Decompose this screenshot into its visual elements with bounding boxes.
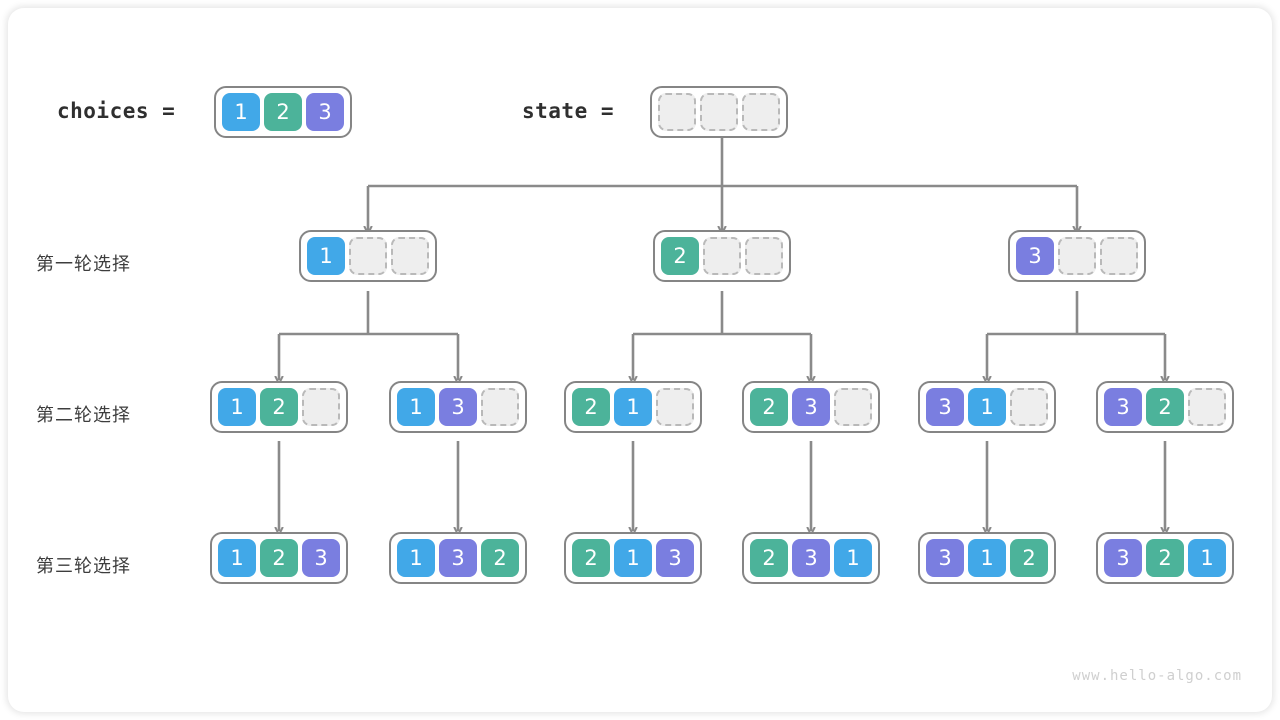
state-node-r3-n5-cell-3: 2 (1010, 539, 1048, 577)
state-node-r3-n1-cell-1: 1 (218, 539, 256, 577)
state-node-r3-n1-cell-3: 3 (302, 539, 340, 577)
state-node-r1-n2-cell-1: 2 (661, 237, 699, 275)
row-label-round-2: 第二轮选择 (36, 405, 131, 426)
state-node-r3-n1-cell-2: 2 (260, 539, 298, 577)
state-node-r3-n2-cell-2: 3 (439, 539, 477, 577)
state-node-r2-n1-cell-1: 1 (218, 388, 256, 426)
state-node-r3-n6-cell-2: 2 (1146, 539, 1184, 577)
state-node-r3-n2-cell-3: 2 (481, 539, 519, 577)
state-node-r2-n6-cell-1: 3 (1104, 388, 1142, 426)
state-node-r2-n6-cell-2: 2 (1146, 388, 1184, 426)
state-node-r3-n6-cell-3: 1 (1188, 539, 1226, 577)
state-cell-3 (742, 93, 780, 131)
state-cell-1 (658, 93, 696, 131)
state-node-r1-n3-cell-1: 3 (1016, 237, 1054, 275)
watermark: www.hello-algo.com (1072, 668, 1242, 684)
state-node-r3-n2-cell-1: 1 (397, 539, 435, 577)
state-node-r1-n2-cell-3 (745, 237, 783, 275)
state-node-r1-n3-cell-2 (1058, 237, 1096, 275)
state-node-r2-n3-cell-2: 1 (614, 388, 652, 426)
state-node-r3-n5-cell-1: 3 (926, 539, 964, 577)
state-node-r1-n1-cell-3 (391, 237, 429, 275)
state-node-r1-n1-cell-2 (349, 237, 387, 275)
state-node-r2-n4-cell-3 (834, 388, 872, 426)
state-node-r2-n2-cell-3 (481, 388, 519, 426)
state-node-r2-n2-cell-2: 3 (439, 388, 477, 426)
state-node-r3-n4-cell-3: 1 (834, 539, 872, 577)
row-label-round-1: 第一轮选择 (36, 254, 131, 275)
state-node-r2-n1-cell-3 (302, 388, 340, 426)
row-label-round-3: 第三轮选择 (36, 556, 131, 577)
diagram-frame (8, 8, 1272, 712)
state-node-r1-n3: 3 (1008, 230, 1146, 282)
choices-cell-1: 1 (222, 93, 260, 131)
state-node-r2-n5-cell-3 (1010, 388, 1048, 426)
state-cell-2 (700, 93, 738, 131)
state-node-r2-n5-cell-1: 3 (926, 388, 964, 426)
state-node-r1-n3-cell-3 (1100, 237, 1138, 275)
state-node-r3-n3-cell-3: 3 (656, 539, 694, 577)
state-label: state = (522, 99, 615, 123)
state-node-r2-n4-cell-1: 2 (750, 388, 788, 426)
state-node-r1-n1-cell-1: 1 (307, 237, 345, 275)
state-node-r2-n3-cell-3 (656, 388, 694, 426)
state-node-r1-n2-cell-2 (703, 237, 741, 275)
state-node-r1-n2: 2 (653, 230, 791, 282)
choices-cell-3: 3 (306, 93, 344, 131)
state-node-r1-n1: 1 (299, 230, 437, 282)
choices-label: choices = (57, 99, 176, 123)
state-node-r3-n3-cell-2: 1 (614, 539, 652, 577)
state-node-r3-n5-cell-2: 1 (968, 539, 1006, 577)
state-node-r2-n4-cell-2: 3 (792, 388, 830, 426)
state-node-r3-n4-cell-2: 3 (792, 539, 830, 577)
state-node-r3-n3-cell-1: 2 (572, 539, 610, 577)
state-array (650, 86, 788, 138)
state-node-r2-n3-cell-1: 2 (572, 388, 610, 426)
choices-cell-2: 2 (264, 93, 302, 131)
state-node-r2-n2-cell-1: 1 (397, 388, 435, 426)
state-node-r2-n6-cell-3 (1188, 388, 1226, 426)
state-node-r3-n6-cell-1: 3 (1104, 539, 1142, 577)
state-node-r2-n5-cell-2: 1 (968, 388, 1006, 426)
state-node-r2-n1-cell-2: 2 (260, 388, 298, 426)
state-node-r3-n4-cell-1: 2 (750, 539, 788, 577)
